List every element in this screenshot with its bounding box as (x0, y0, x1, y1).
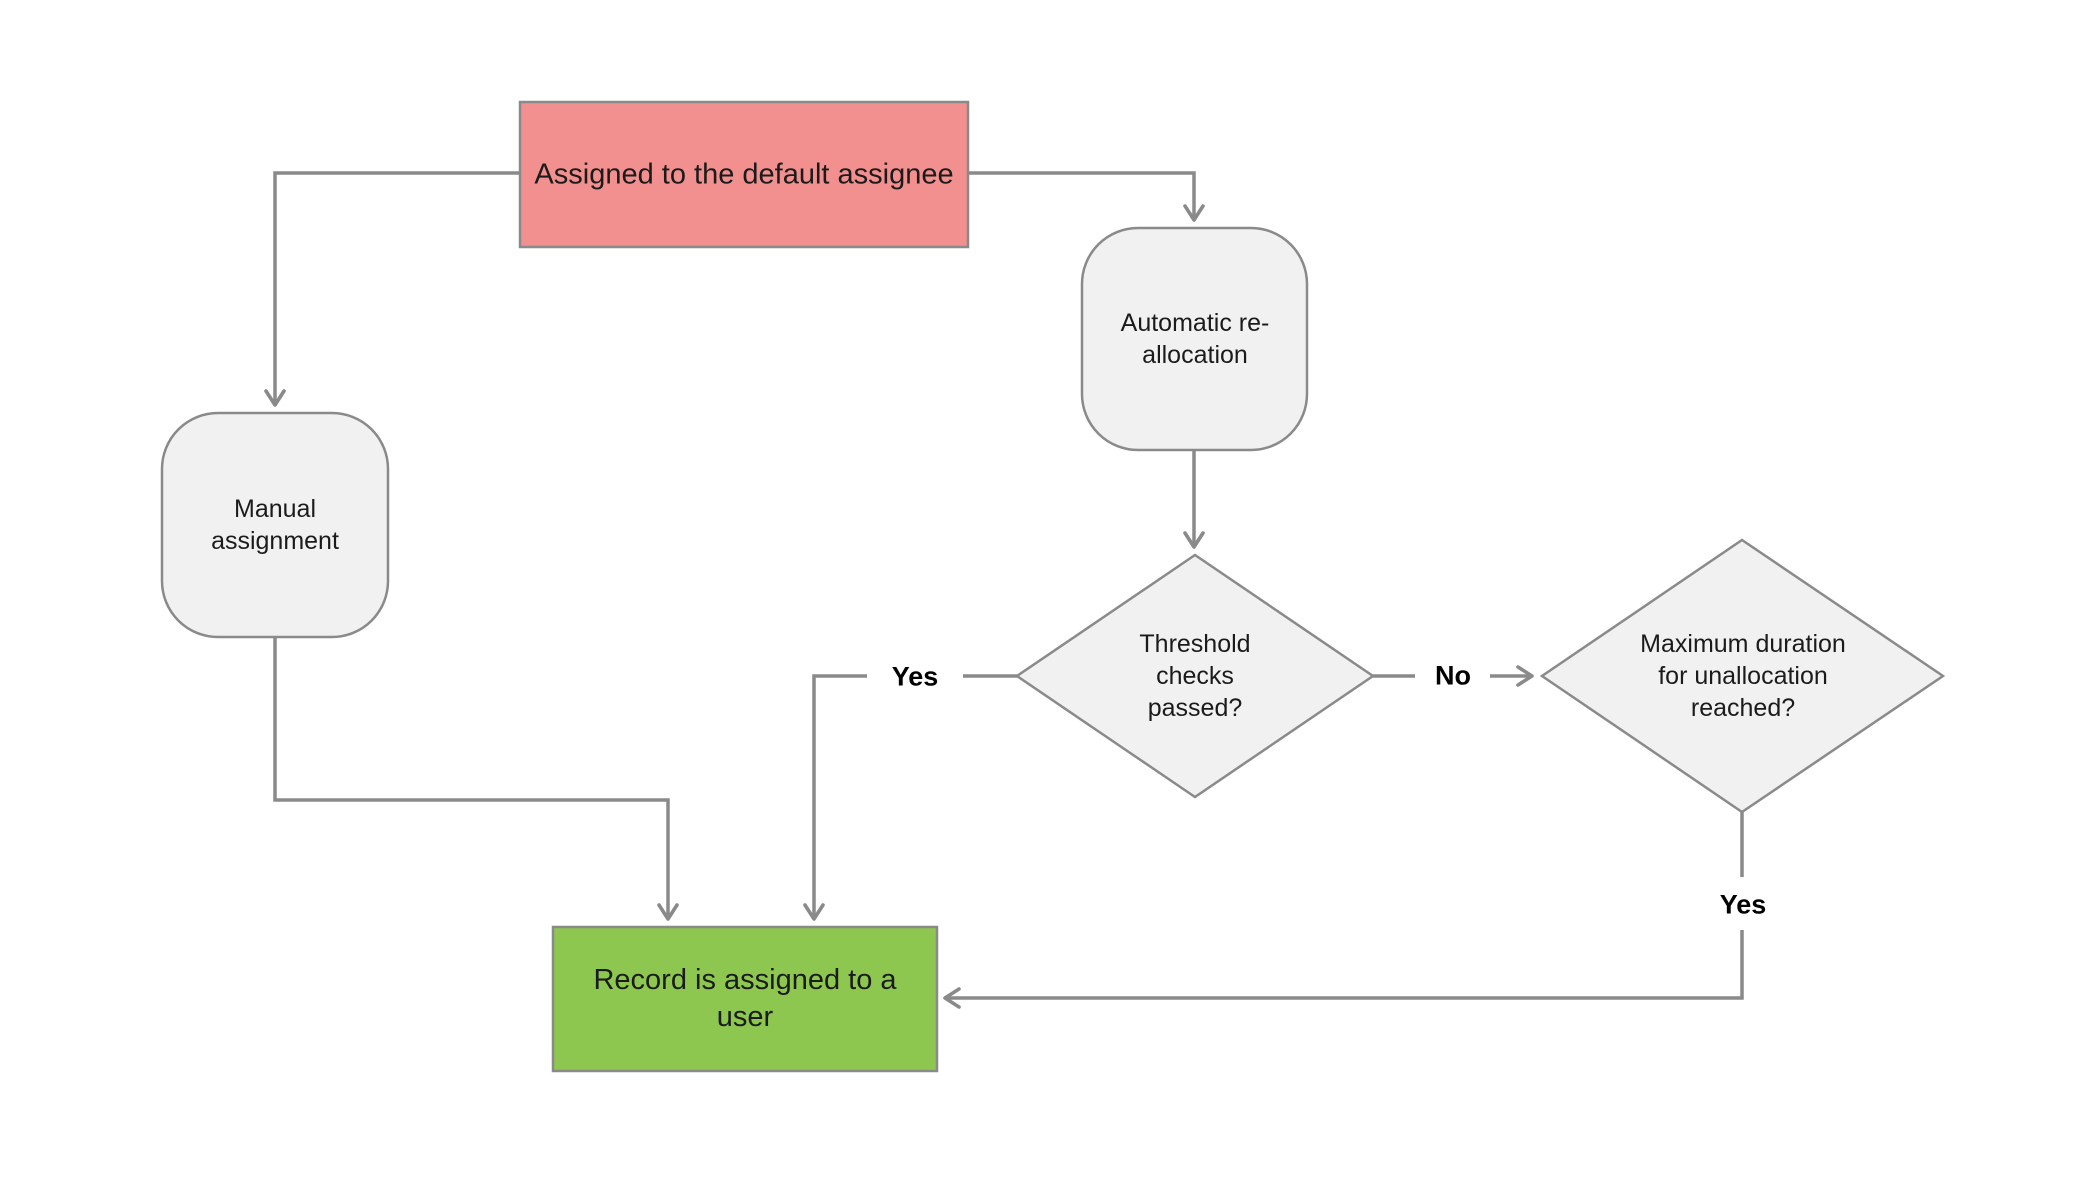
node-manual-assignment-shape (160, 411, 390, 639)
edge-default-to-manual (264, 171, 520, 407)
node-automatic-reallocation-label: Automatic re-allocation (1120, 309, 1270, 369)
node-automatic-reallocation-shape (1080, 226, 1309, 452)
node-max-duration-shape (1539, 538, 1946, 814)
node-record-assigned-shape (551, 925, 939, 1073)
edge-maxduration-yes-arrow (943, 930, 1744, 1009)
edge-label-threshold-no: No (1431, 658, 1475, 694)
node-record-assigned-label: Record is assigned to a user (593, 963, 897, 1033)
node-manual-assignment-label: Manual assignment (211, 495, 339, 555)
edge-threshold-yes-arrow (803, 674, 867, 921)
node-default-assignee-shape (518, 100, 970, 249)
node-threshold-checks-label: Threshold checks passed? (1139, 630, 1251, 722)
edge-label-threshold-yes: Yes (887, 659, 943, 695)
edge-manual-to-record (273, 637, 679, 921)
edge-label-maxduration-yes: Yes (1715, 887, 1771, 923)
node-default-assignee-label: Assigned to the default assignee (534, 158, 954, 191)
node-max-duration-label: Maximum duration for unallocation reache… (1640, 630, 1846, 722)
node-threshold-checks-shape (1014, 553, 1376, 799)
edge-default-to-automatic (968, 171, 1205, 222)
